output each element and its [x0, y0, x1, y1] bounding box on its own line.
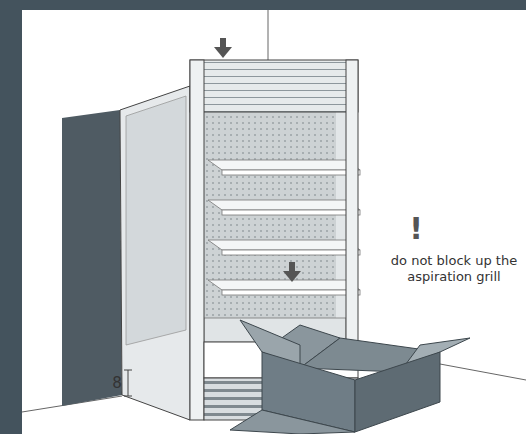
- dimension-mark: [124, 370, 132, 396]
- cardboard-box: [230, 320, 470, 434]
- front-post: [190, 60, 204, 420]
- warning-mark: !: [402, 210, 430, 248]
- shelves: [204, 160, 360, 342]
- airflow-arrow: [214, 38, 301, 282]
- frame-band: [0, 0, 22, 434]
- frame-band: [0, 0, 526, 10]
- side-panel: [120, 86, 190, 420]
- front-post: [346, 60, 358, 360]
- side-shadow: [62, 110, 122, 406]
- canopy: [190, 60, 358, 112]
- warning-note: do not block up the aspiration grill: [386, 253, 522, 286]
- wall-corner: [268, 10, 269, 60]
- side-glass: [126, 96, 186, 345]
- back-panel: [204, 112, 346, 342]
- dimension-label: 8: [110, 374, 124, 393]
- floor-line: [440, 364, 526, 380]
- inner-side: [336, 112, 346, 342]
